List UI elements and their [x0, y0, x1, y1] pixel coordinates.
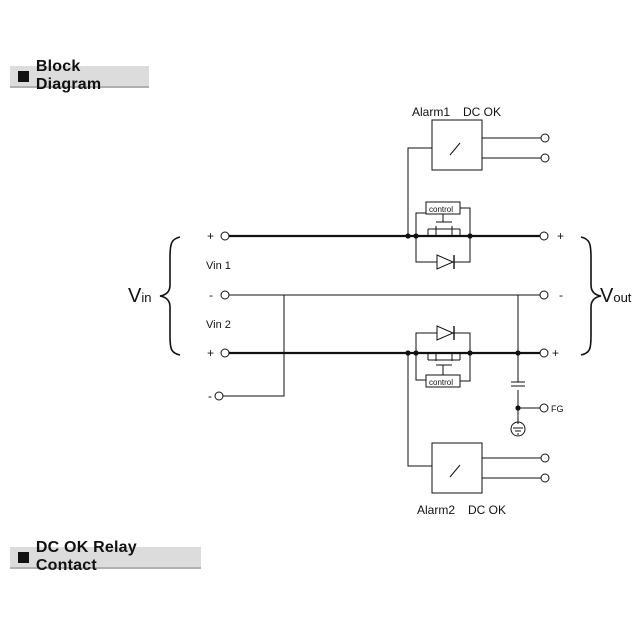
square-bullet-icon — [18, 551, 29, 563]
alarm2-label: Alarm2 — [417, 503, 455, 517]
vout-positive-terminal-2 — [539, 348, 549, 358]
alarm2-terminal-1 — [540, 453, 550, 463]
vin1-plus-label: + — [207, 229, 214, 243]
vout-subscript: out — [613, 290, 631, 305]
relay-contact-title: DC OK Relay Contact — [35, 539, 137, 574]
dc-ok-bottom-label: DC OK — [468, 503, 506, 517]
vout-label: Vout — [600, 285, 632, 307]
alarm2-relay-box — [431, 442, 483, 494]
junction-dot — [405, 233, 411, 239]
oring1-control-left — [415, 212, 426, 236]
vin2-plus-label: + — [207, 346, 214, 360]
vout-minus-label: - — [559, 288, 563, 302]
relay-contact-header: DC OK Relay Contact — [10, 539, 201, 574]
junction-dot — [413, 233, 419, 239]
vin2-positive-terminal — [220, 348, 230, 358]
oring2-control-label: control — [429, 378, 453, 387]
fg-label: FG — [551, 404, 564, 414]
oring2-control-right — [460, 353, 471, 382]
alarm1-switch-icon — [449, 142, 461, 156]
vout-negative-terminal — [539, 290, 549, 300]
junction-dot — [405, 350, 411, 356]
vin2-label: Vin 2 — [206, 319, 231, 331]
junction-dot — [467, 350, 473, 356]
vin1-positive-terminal — [220, 231, 230, 241]
vin2-minus-label: - — [208, 389, 212, 403]
vout1-plus-label: + — [557, 229, 564, 243]
vin-negative-terminal — [220, 290, 230, 300]
vin1-label: Vin 1 — [206, 260, 231, 272]
vin2-negative-wire — [222, 295, 285, 397]
junction-dot — [515, 350, 521, 356]
vin-main: V — [128, 285, 142, 307]
junction-dot — [413, 350, 419, 356]
dc-ok-top-label: DC OK — [463, 105, 501, 119]
junction-dot — [515, 405, 521, 411]
oring1-control-right — [460, 207, 471, 236]
junction-dot — [467, 233, 473, 239]
vout2-plus-label: + — [552, 346, 559, 360]
square-bullet-icon — [18, 70, 29, 82]
oring1-control-label: control — [429, 205, 453, 214]
vin-brace-icon — [159, 236, 181, 356]
oring2-control-left — [415, 353, 426, 381]
alarm1-relay-box — [431, 119, 483, 171]
vin2-negative-terminal — [214, 391, 224, 401]
alarm1-sense-wire — [407, 147, 432, 236]
vin-subscript: in — [141, 290, 151, 305]
alarm1-terminal-2 — [540, 153, 550, 163]
alarm1-label: Alarm1 — [412, 105, 450, 119]
vin-label: Vin — [128, 285, 151, 307]
alarm2-terminal-2 — [540, 473, 550, 483]
vout-positive-terminal-1 — [539, 231, 549, 241]
oring1-diode-icon — [436, 254, 455, 270]
oring2-diode-icon — [436, 325, 455, 341]
alarm2-sense-wire — [407, 353, 432, 467]
alarm2-switch-icon — [449, 464, 461, 478]
vout-brace-icon — [580, 236, 602, 356]
fg-terminal — [539, 403, 549, 413]
earth-ground-icon — [510, 421, 526, 437]
block-diagram-title: Block Diagram — [35, 58, 102, 93]
alarm1-terminal-1 — [540, 133, 550, 143]
vout-main: V — [600, 285, 614, 307]
vin-minus-label: - — [209, 288, 213, 302]
block-diagram-header: Block Diagram — [10, 58, 149, 93]
